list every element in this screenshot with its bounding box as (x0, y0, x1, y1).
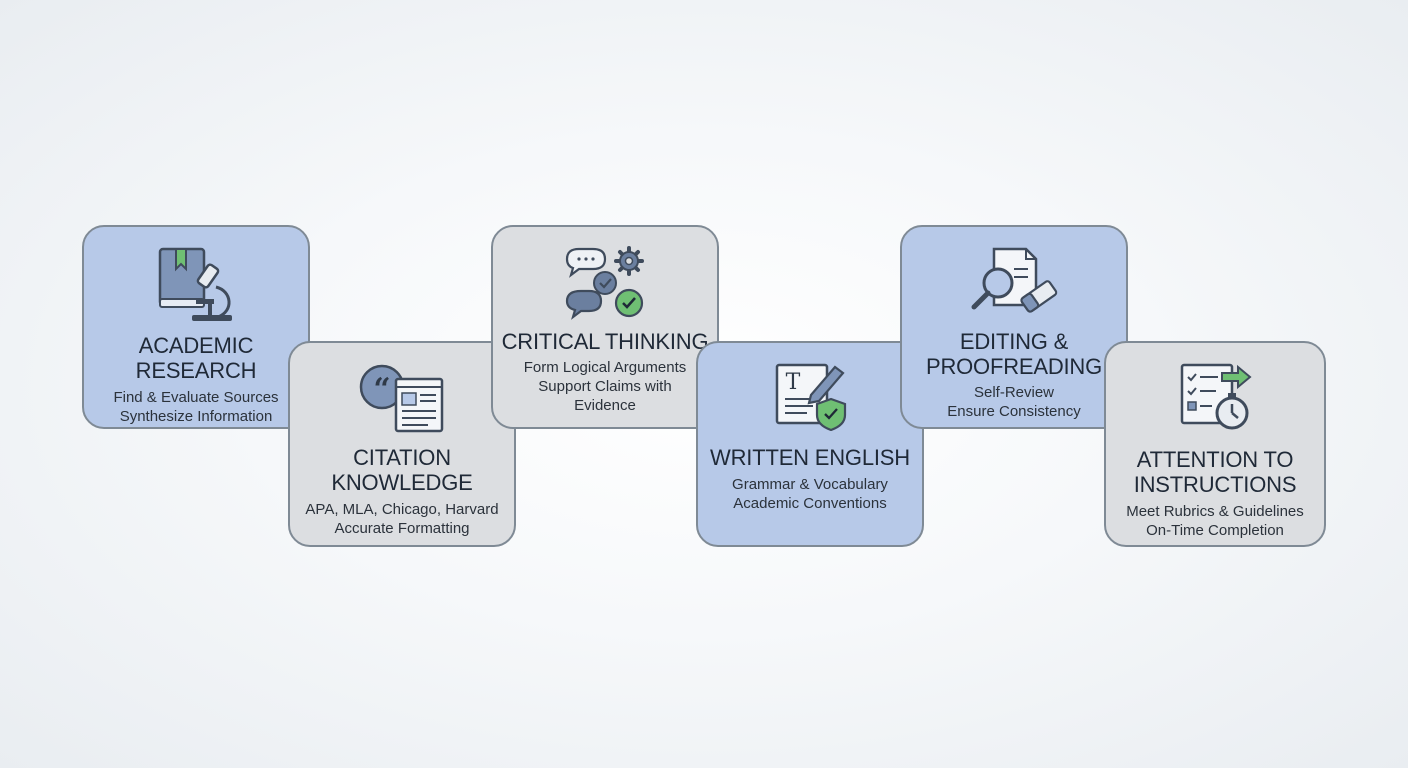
step-line: Academic Conventions (733, 495, 887, 512)
step-line: Form Logical Arguments (523, 359, 687, 376)
step-description: Meet Rubrics & Guidelines On-Time Comple… (1126, 502, 1304, 540)
step-line: Synthesize Information (119, 408, 273, 425)
step-line: Meet Rubrics & Guidelines (1126, 503, 1304, 520)
step-line: Self-Review (973, 384, 1055, 401)
step-title: CRITICAL THINKING (501, 329, 709, 354)
step-line: On-Time Completion (1146, 522, 1284, 539)
step-title: WRITTEN ENGLISH (710, 445, 910, 470)
step-card-citation-knowledge: “ CITATION KNOWLEDGE APA, MLA, Chicago, … (288, 341, 516, 547)
step-title: EDITING & PROOFREADING (925, 329, 1103, 379)
step-line: Accurate Formatting (334, 520, 470, 537)
step-card-editing-proofreading: EDITING & PROOFREADING Self-Review Ensur… (900, 225, 1128, 429)
step-line: Evidence (574, 397, 636, 414)
magnifier-eraser-icon (971, 247, 1058, 313)
step-description: Self-Review Ensure Consistency (947, 383, 1080, 421)
checklist-timer-icon (1180, 363, 1252, 430)
svg-text:T: T (786, 370, 801, 395)
quote-document-icon: “ (359, 364, 444, 433)
step-line: Ensure Consistency (947, 403, 1081, 420)
step-title: CITATION KNOWLEDGE (331, 445, 473, 495)
step-description: Form Logical Arguments Support Claims wi… (524, 358, 687, 415)
step-line: Support Claims with (538, 378, 672, 395)
chat-gear-check-icon (565, 246, 644, 320)
step-title: ATTENTION TO INSTRUCTIONS (1133, 447, 1297, 497)
step-description: Find & Evaluate Sources Synthesize Infor… (113, 388, 278, 426)
step-card-attention-to-instructions: ATTENTION TO INSTRUCTIONS Meet Rubrics &… (1104, 341, 1326, 547)
step-card-written-english: T WRITTEN ENGLISH Grammar & Vocabulary A… (696, 341, 924, 547)
step-card-critical-thinking: CRITICAL THINKING Form Logical Arguments… (491, 225, 719, 429)
document-pen-shield-icon: T (775, 363, 847, 431)
step-line: Grammar & Vocabulary (732, 476, 888, 493)
step-line: APA, MLA, Chicago, Harvard (305, 501, 499, 518)
svg-text:“: “ (373, 372, 390, 407)
book-microscope-icon (158, 247, 232, 321)
step-title: ACADEMIC RESEARCH (135, 333, 257, 383)
step-description: APA, MLA, Chicago, Harvard Accurate Form… (305, 500, 498, 538)
step-description: Grammar & Vocabulary Academic Convention… (732, 475, 888, 513)
step-card-academic-research: ACADEMIC RESEARCH Find & Evaluate Source… (82, 225, 310, 429)
step-line: Find & Evaluate Sources (113, 389, 279, 406)
